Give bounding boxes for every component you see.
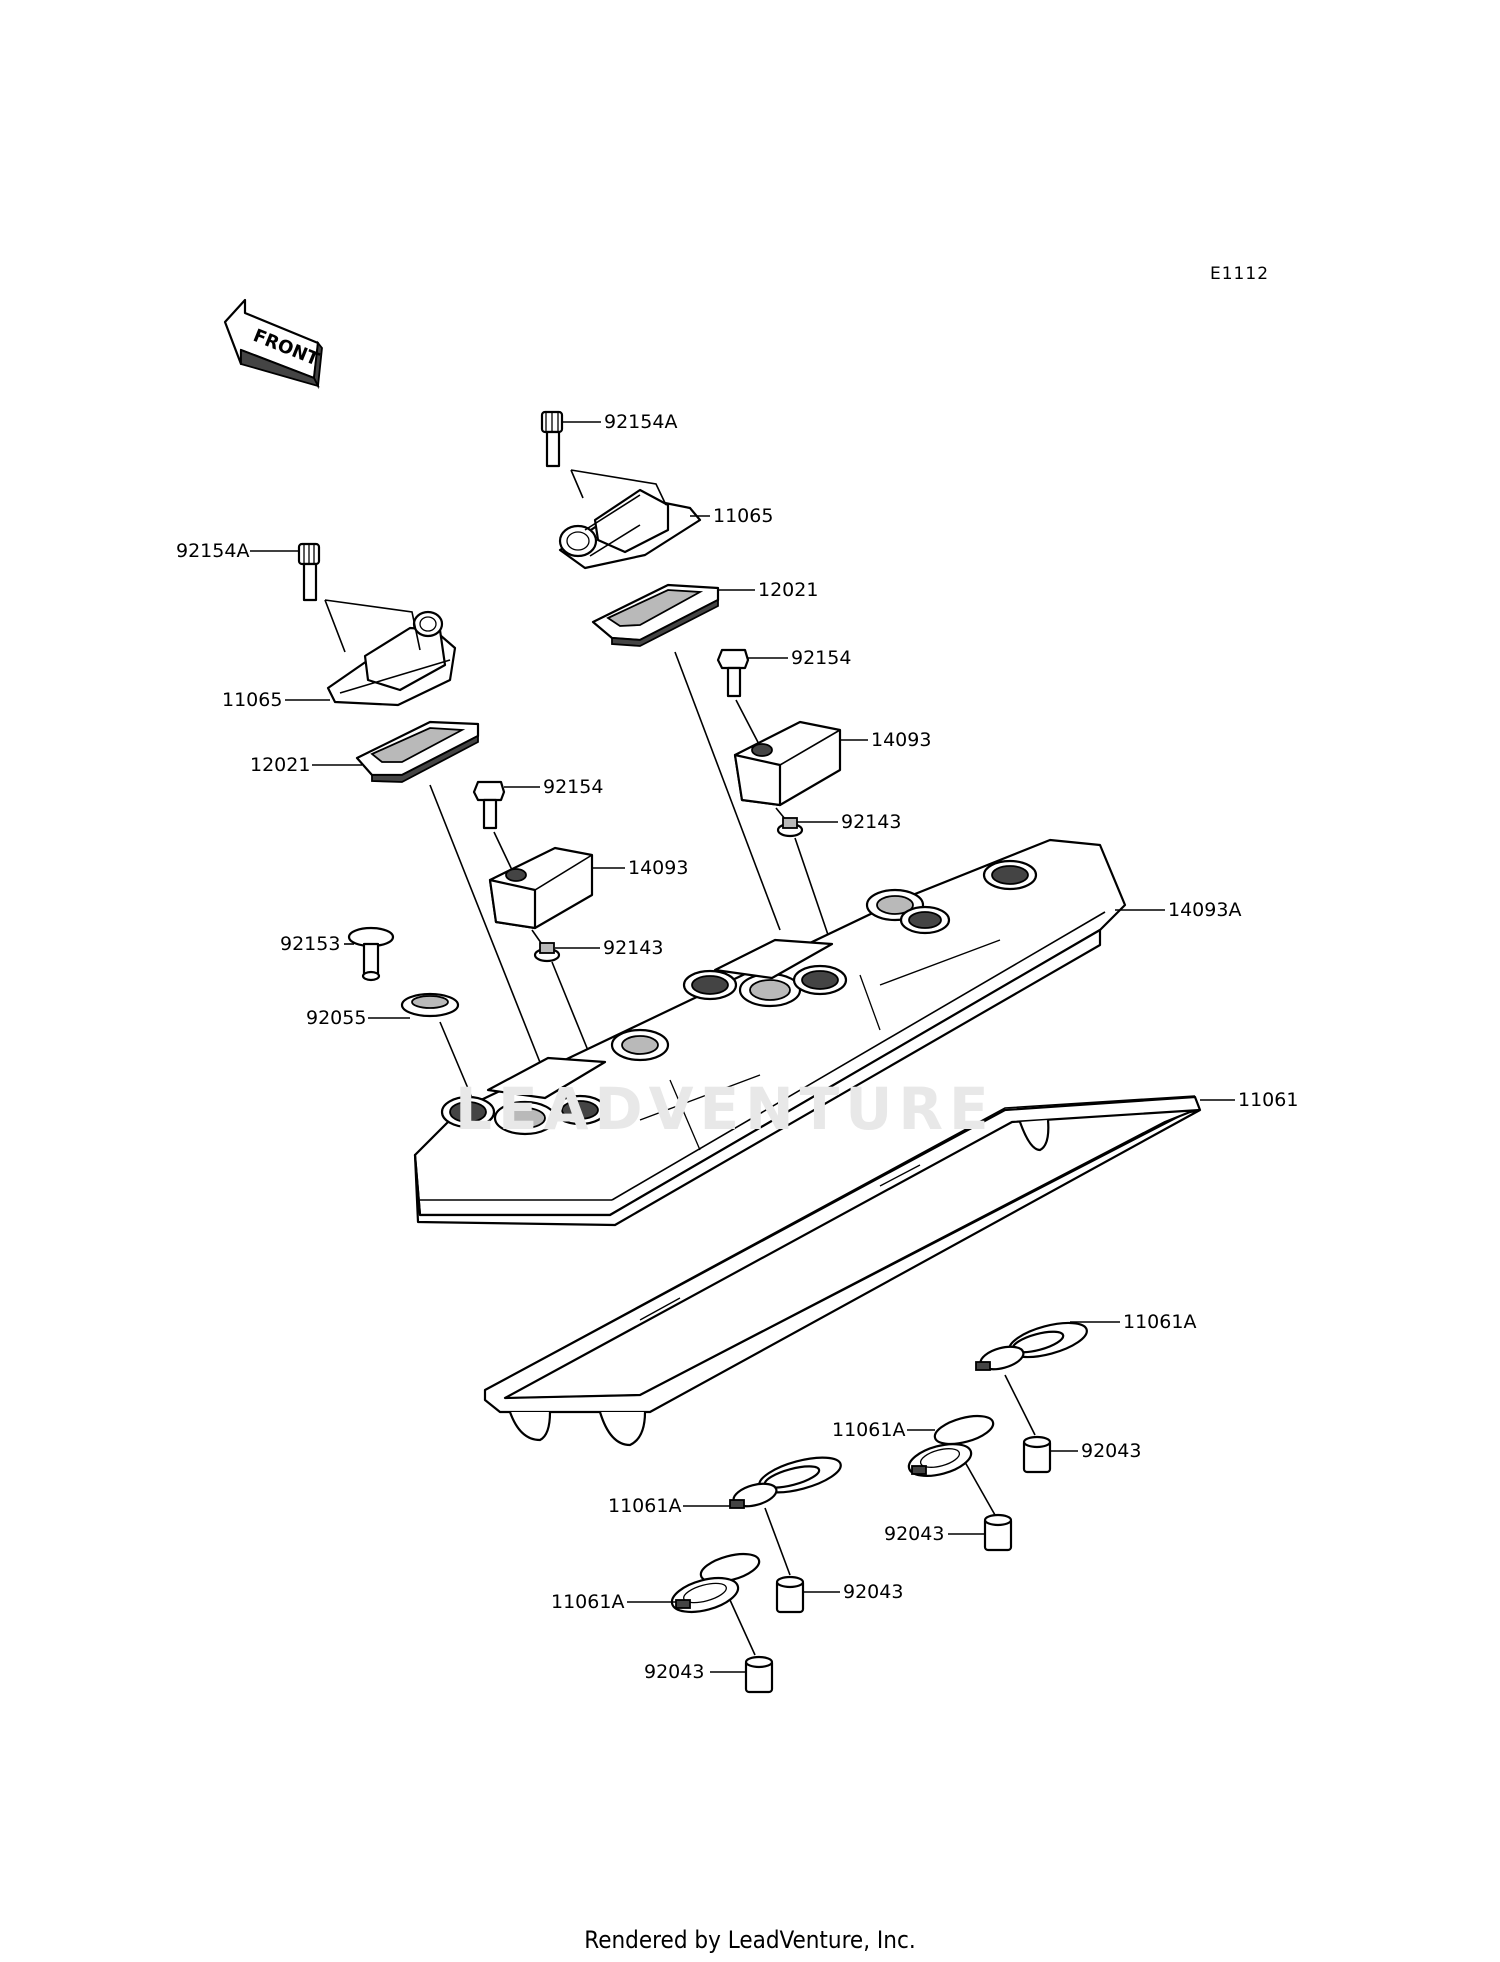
seal-92055[interactable] (400, 992, 460, 1018)
coil-holder-14093-right[interactable] (733, 720, 842, 807)
label-11065-top[interactable]: 11065 (713, 505, 774, 527)
label-92154A-top[interactable]: 92154A (604, 411, 678, 433)
label-92043-4[interactable]: 92043 (644, 1661, 705, 1683)
plug-seal-11061A-2[interactable] (905, 1411, 996, 1482)
label-92154-top[interactable]: 92154 (791, 647, 852, 669)
gasket-12021-left[interactable] (355, 720, 480, 783)
footer-credit: Rendered by LeadVenture, Inc. (584, 1926, 916, 1954)
bolt-92154-right[interactable] (716, 648, 750, 698)
coil-holder-14093-left[interactable] (488, 846, 594, 930)
diagram-code: E1112 (1210, 264, 1270, 284)
label-12021-top[interactable]: 12021 (758, 579, 819, 601)
plug-seal-11061A-3[interactable] (729, 1451, 844, 1511)
bolt-92153[interactable] (347, 926, 395, 982)
bolt-92154A-left[interactable] (297, 542, 321, 602)
label-92055[interactable]: 92055 (306, 1007, 367, 1029)
breather-cover-top[interactable] (558, 488, 702, 570)
label-92154A-left[interactable]: 92154A (176, 540, 250, 562)
watermark: LEADVENTURE (455, 1075, 995, 1143)
plug-seal-11061A-1[interactable] (975, 1316, 1090, 1373)
front-arrow-icon: FRONT (223, 298, 323, 390)
label-92143-top[interactable]: 92143 (841, 811, 902, 833)
leader-lines (250, 421, 1235, 1673)
label-92043-1[interactable]: 92043 (1081, 1440, 1142, 1462)
label-11061A-4[interactable]: 11061A (551, 1591, 625, 1613)
sleeve-92043-4[interactable] (744, 1655, 774, 1694)
label-92154-left[interactable]: 92154 (543, 776, 604, 798)
sleeve-92043-2[interactable] (983, 1513, 1013, 1552)
cylinder-head-cover-14093A[interactable] (413, 838, 1127, 1227)
label-12021-left[interactable]: 12021 (250, 754, 311, 776)
label-14093-left[interactable]: 14093 (628, 857, 689, 879)
sleeve-92043-1[interactable] (1022, 1435, 1052, 1474)
label-11061[interactable]: 11061 (1238, 1089, 1299, 1111)
label-92153[interactable]: 92153 (280, 933, 341, 955)
bolt-92154-left[interactable] (472, 780, 506, 830)
gasket-11061[interactable] (483, 1095, 1202, 1447)
label-11065-left[interactable]: 11065 (222, 689, 283, 711)
label-11061A-3[interactable]: 11061A (608, 1495, 682, 1517)
breather-cover-left[interactable] (326, 610, 457, 707)
grommet-92143-left[interactable] (533, 942, 561, 963)
label-14093A[interactable]: 14093A (1168, 899, 1242, 921)
plug-seal-11061A-4[interactable] (668, 1549, 762, 1619)
gasket-12021-top[interactable] (591, 583, 720, 647)
label-92043-2[interactable]: 92043 (884, 1523, 945, 1545)
label-92043-3[interactable]: 92043 (843, 1581, 904, 1603)
label-11061A-2[interactable]: 11061A (832, 1419, 906, 1441)
label-14093-top[interactable]: 14093 (871, 729, 932, 751)
label-92143-left[interactable]: 92143 (603, 937, 664, 959)
grommet-92143-right[interactable] (776, 817, 804, 838)
bolt-92154A-top[interactable] (540, 410, 564, 468)
sleeve-92043-3[interactable] (775, 1575, 805, 1614)
label-11061A-1[interactable]: 11061A (1123, 1311, 1197, 1333)
